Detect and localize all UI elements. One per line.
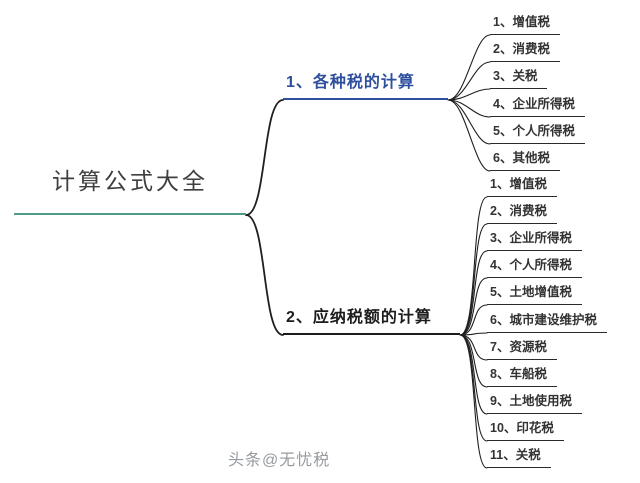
connector-line: [459, 334, 488, 361]
branch-label: 1、各种税的计算: [286, 74, 415, 91]
leaf-label: 11、关税: [490, 448, 541, 462]
leaf-label: 10、印花税: [490, 421, 554, 435]
leaf-node-1-5[interactable]: 5、个人所得税: [490, 122, 585, 144]
leaf-node-2-4[interactable]: 4、个人所得税: [487, 256, 582, 278]
leaf-node-2-1[interactable]: 1、增值税: [487, 175, 557, 197]
leaf-label: 8、车船税: [490, 367, 547, 381]
leaf-node-1-6[interactable]: 6、其他税: [490, 149, 560, 171]
leaf-node-2-9[interactable]: 9、土地使用税: [487, 392, 582, 414]
connector-line: [459, 196, 488, 336]
branch-label: 2、应纳税额的计算: [286, 309, 432, 326]
leaf-label: 6、其他税: [493, 151, 550, 165]
leaf-node-1-2[interactable]: 2、消费税: [490, 40, 560, 62]
leaf-node-1-4[interactable]: 4、企业所得税: [490, 95, 585, 117]
leaf-label: 5、土地增值税: [490, 285, 572, 299]
connector-line: [459, 304, 488, 336]
leaf-node-2-5[interactable]: 5、土地增值税: [487, 283, 582, 305]
leaf-label: 7、资源税: [490, 340, 547, 354]
watermark: 头条@无忧税: [228, 452, 331, 469]
connector-line: [459, 334, 488, 388]
leaf-label: 3、关税: [493, 69, 538, 83]
leaf-node-2-7[interactable]: 7、资源税: [487, 338, 557, 360]
connector-line: [459, 332, 488, 336]
connector-line: [459, 334, 488, 415]
leaf-label: 3、企业所得税: [490, 231, 572, 245]
leaf-label: 4、企业所得税: [493, 97, 575, 111]
connector-line: [459, 334, 488, 469]
leaf-node-2-6[interactable]: 6、城市建设维护税: [487, 311, 607, 333]
leaf-label: 2、消费税: [490, 204, 547, 218]
connector-line: [447, 61, 491, 101]
leaf-node-2-3[interactable]: 3、企业所得税: [487, 229, 582, 251]
leaf-label: 5、个人所得税: [493, 124, 575, 138]
branch-node-2[interactable]: 2、应纳税额的计算: [283, 307, 460, 335]
leaf-node-2-2[interactable]: 2、消费税: [487, 202, 557, 224]
leaf-label: 4、个人所得税: [490, 258, 572, 272]
connector-line: [459, 334, 488, 442]
connector-line: [459, 277, 488, 336]
leaf-node-2-11[interactable]: 11、关税: [487, 446, 551, 468]
leaf-label: 1、增值税: [493, 15, 550, 29]
leaf-node-2-10[interactable]: 10、印花税: [487, 419, 564, 441]
leaf-node-2-8[interactable]: 8、车船税: [487, 365, 557, 387]
connector-line: [459, 250, 488, 336]
leaf-label: 6、城市建设维护税: [490, 313, 597, 327]
root-label: 计算公式大全: [52, 168, 208, 194]
leaf-label: 9、土地使用税: [490, 394, 572, 408]
connector-line: [447, 99, 491, 118]
connector-line: [447, 99, 491, 172]
leaf-label: 2、消费税: [493, 42, 550, 56]
leaf-node-1-3[interactable]: 3、关税: [490, 67, 548, 89]
connector-line: [447, 88, 491, 101]
branch-node-1[interactable]: 1、各种税的计算: [283, 72, 448, 100]
leaf-node-1-1[interactable]: 1、增值税: [490, 13, 560, 35]
connector-line: [447, 34, 491, 101]
connector-line: [245, 99, 284, 216]
root-node[interactable]: 计算公式大全: [14, 166, 246, 215]
connector-line: [459, 223, 488, 336]
connector-line: [447, 99, 491, 145]
connector-line: [245, 214, 284, 336]
leaf-label: 1、增值税: [490, 177, 547, 191]
